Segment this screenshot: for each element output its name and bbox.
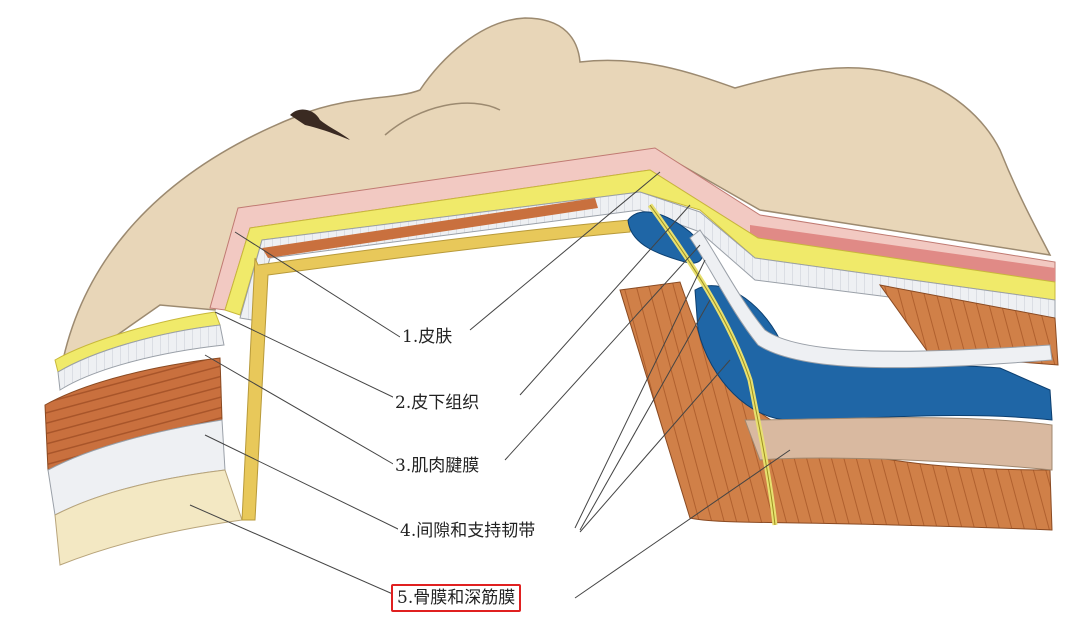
- label-skin: 1.皮肤: [400, 326, 455, 348]
- label-loose-tissue: 4.间隙和支持韧带: [398, 520, 538, 542]
- label-subcutaneous: 2.皮下组织: [393, 392, 482, 414]
- label-aponeurosis: 3.肌肉腱膜: [393, 455, 482, 477]
- label-periosteum: 5.骨膜和深筋膜: [391, 584, 522, 612]
- subcutaneous-layer: [224, 169, 1056, 316]
- leader-lines: [189, 171, 791, 599]
- ear-outline: [384, 102, 501, 136]
- periosteum-layer: [241, 219, 631, 521]
- eyebrow-mark: [290, 109, 350, 140]
